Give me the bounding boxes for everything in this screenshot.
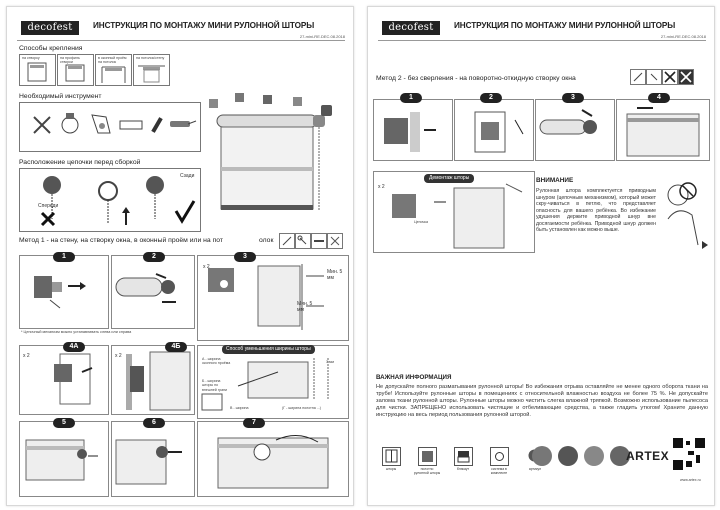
chain-heading: Расположение цепочки перед сборкой (19, 159, 141, 166)
doc-code: 27-mini-RE.DEC.08.2018 (299, 34, 345, 39)
drill-icon-r (630, 69, 646, 85)
method2-heading: Метод 2 - без сверления - на поворотно-о… (376, 75, 576, 82)
method1-suffix: олок (259, 237, 274, 244)
qr-code (672, 437, 706, 471)
pencil-icon (327, 233, 343, 249)
kit-icon (490, 447, 509, 466)
dismount-x2: x 2 (378, 184, 385, 190)
no-screw-icon (678, 69, 694, 85)
child-warning-figure (667, 182, 708, 249)
mounting-heading: Способы крепления (19, 45, 83, 52)
window-icon (382, 447, 401, 466)
m2-step-1: 1 (400, 93, 422, 103)
reduce-b: Б - ширина шторы по внешней грани (202, 379, 228, 392)
important-heading: ВАЖНАЯ ИНФОРМАЦИЯ (376, 374, 452, 381)
m1-step5-panel (19, 421, 109, 497)
method1-heading: Метод 1 - на стену, на створку окна, в о… (19, 237, 224, 244)
m1-step-2: 2 (143, 252, 165, 262)
brand-logo-right: decofest (382, 21, 440, 35)
m1-step2-panel (111, 255, 195, 329)
m1-step-4a: 4А (63, 342, 85, 352)
blind-diagram (209, 93, 332, 211)
important-text: Не допускайте полного разматывания рулон… (376, 384, 708, 418)
m1-step-3: 3 (234, 252, 256, 262)
divider (17, 40, 345, 41)
m2-step-4: 4 (648, 93, 670, 103)
mount-option-3: в оконный проём на потолок (95, 54, 132, 86)
m1-step-6: 6 (143, 418, 165, 428)
m1-4a-x2: x 2 (23, 353, 30, 359)
artex-logo: ARTEX (626, 449, 670, 463)
right-page: decofest ИНСТРУКЦИЯ ПО МОНТАЖУ МИНИ РУЛО… (367, 6, 715, 506)
roller-blind-icon (418, 447, 437, 466)
m2-step-2: 2 (480, 93, 502, 103)
attention-heading: ВНИМАНИЕ (536, 177, 574, 184)
reduce-f2: (Г - ширина полотна ...) (282, 406, 321, 410)
reduce-3mm: 3 мм (326, 360, 334, 364)
no-drill-icon (662, 69, 678, 85)
chain-back-label: Сзади (180, 173, 195, 179)
mount-option-1: на створку (19, 54, 56, 86)
tools-panel (19, 102, 201, 152)
bottom-label-3: блэкаут (456, 467, 470, 471)
mount-option-4: на потолок/стену (133, 54, 170, 86)
reduce-a: А - ширина оконного проёма (202, 357, 231, 366)
m2-step2-panel (454, 99, 534, 161)
m1-step4a-panel (19, 345, 109, 415)
page-title-right: ИНСТРУКЦИЯ ПО МОНТАЖУ МИНИ РУЛОННОЙ ШТОР… (454, 21, 676, 30)
m1-step-1: 1 (53, 252, 75, 262)
bottom-label-1: шторы (385, 467, 397, 471)
reduce-width-tag: Способ уменьшения ширины шторы (222, 345, 315, 354)
screwdriver-icon (295, 233, 311, 249)
m1-footnote: * Цепочный механизм можно устанавливать … (21, 330, 132, 334)
bottom-label-4: система в комплекте (490, 467, 508, 475)
blackout-icon (454, 447, 473, 466)
drill-icon (279, 233, 295, 249)
m1-step3-panel (197, 255, 349, 341)
bottom-label-2: полотно рулонной шторы (413, 467, 441, 475)
reduce-f1: В - ширина (230, 406, 249, 410)
m2-step3-panel (535, 99, 615, 161)
min-gap-2: Мин. 5 мм (297, 301, 313, 313)
m2-step4-panel (616, 99, 710, 161)
chain-panel: Спереди Сзади (19, 168, 201, 232)
min-gap-1: Мин. 5 мм (327, 269, 343, 281)
m1-x2: x 2 (203, 264, 210, 270)
m1-step-5: 5 (53, 418, 75, 428)
bottom-label-5: артикул (528, 467, 542, 471)
m2-step-3: 3 (562, 93, 584, 103)
m1-step1-panel (19, 255, 109, 329)
dismount-panel: Демонтаж шторы x 2 Цепочка (373, 171, 535, 253)
divider-right (378, 40, 706, 41)
brand-logo: decofest (21, 21, 79, 35)
dismount-detail: Цепочка (414, 220, 429, 224)
left-page: decofest ИНСТРУКЦИЯ ПО МОНТАЖУ МИНИ РУЛО… (6, 6, 354, 506)
m1-step-7: 7 (243, 418, 265, 428)
screwdriver-icon-r (646, 69, 662, 85)
m1-step7-panel (197, 421, 349, 497)
chain-front-label: Спереди (38, 203, 59, 209)
page-title: ИНСТРУКЦИЯ ПО МОНТАЖУ МИНИ РУЛОННОЙ ШТОР… (93, 21, 315, 30)
m1-step6-panel (111, 421, 195, 497)
attention-text: Рулонная штора комплектуется приводным ш… (536, 188, 656, 233)
m2-step1-panel (373, 99, 453, 161)
m1-step4b-panel (111, 345, 195, 415)
dismount-tag: Демонтаж шторы (424, 174, 475, 183)
m1-step-4b: 4Б (165, 342, 187, 352)
tools-heading: Необходимый инструмент (19, 93, 102, 100)
certification-badges (532, 446, 630, 466)
website: www.artex.ru (680, 478, 701, 482)
m1-4b-x2: x 2 (115, 353, 122, 359)
mount-option-2: на профиль створки (57, 54, 94, 86)
level-icon (311, 233, 327, 249)
doc-code-right: 27-mini-RE.DEC.08.2018 (660, 34, 706, 39)
reduce-width-panel: Способ уменьшения ширины шторы А - ширин… (197, 345, 349, 419)
